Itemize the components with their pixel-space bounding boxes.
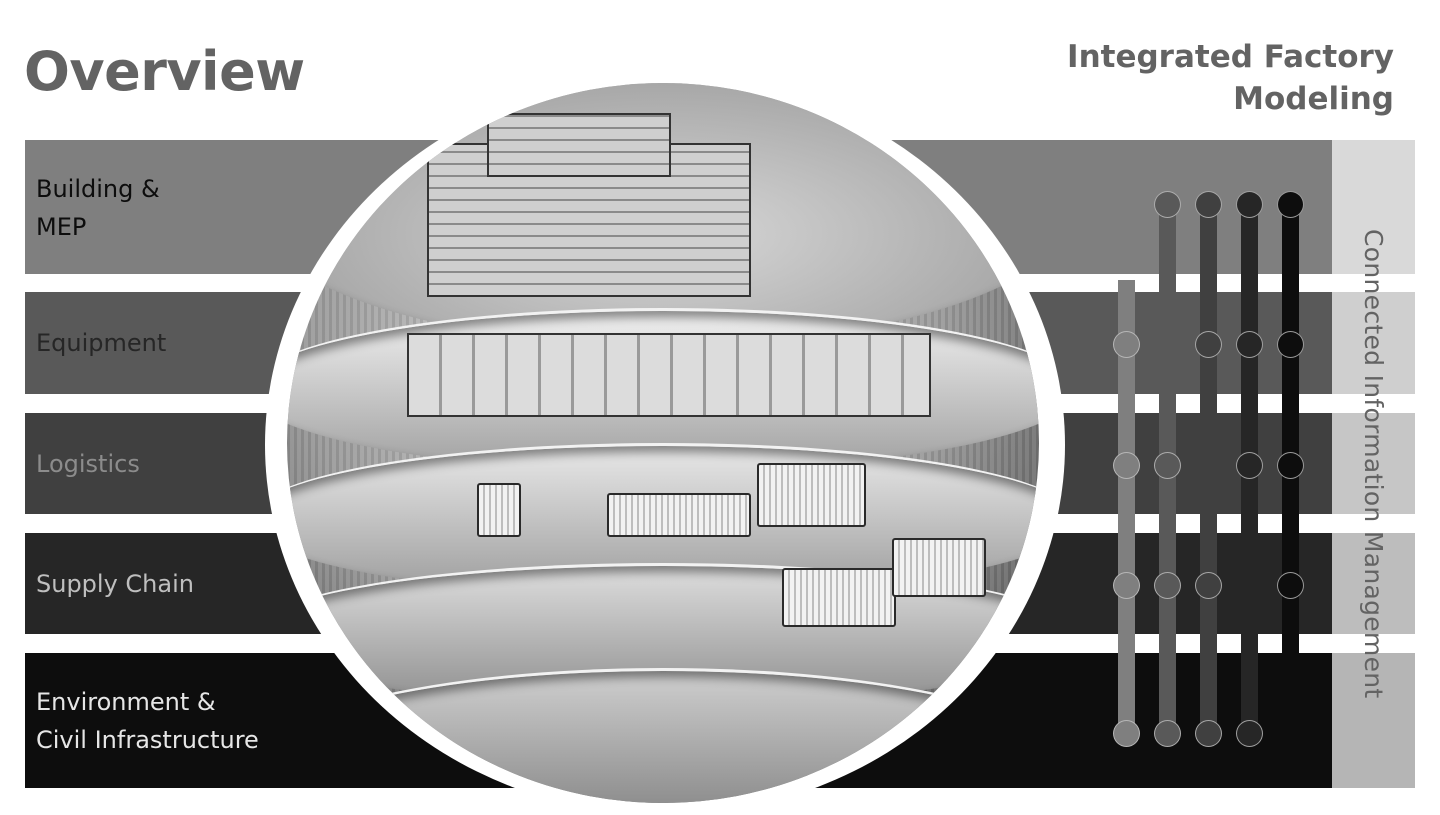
connector-dot [1235,719,1263,747]
connector-dot [1153,190,1181,218]
connector-dot [1112,451,1140,479]
truck-icon [892,538,986,597]
connector-dot [1276,330,1304,358]
side-column-text: Connected Information Management [1359,229,1388,699]
page-subtitle: Integrated Factory Modeling [974,36,1394,120]
side-column-segment [1332,292,1415,394]
sphere-image [287,83,1039,803]
connector-dot [1194,571,1222,599]
label-line: Environment & [36,688,216,716]
connector-dot [1276,451,1304,479]
side-column-segment [1332,140,1415,274]
label-line: MEP [36,213,87,241]
connector-dot [1194,190,1222,218]
connector-dot [1153,451,1181,479]
truck-icon [607,493,751,537]
page-title: Overview [24,40,305,103]
subtitle-line-2: Modeling [1233,81,1394,117]
layer-label-building: Building & MEP [36,170,160,246]
layer-label-supply-chain: Supply Chain [36,570,194,598]
connector-dot [1194,719,1222,747]
side-column-segment [1332,653,1415,788]
connected-information-management-label: Connected Information Management [1332,140,1415,788]
connector-dot [1112,719,1140,747]
connector-dot [1235,190,1263,218]
factory-sphere-illustration [265,75,1065,815]
subtitle-line-1: Integrated Factory [1067,39,1394,75]
layer-label-equipment: Equipment [36,329,167,357]
layer-label-environment: Environment & Civil Infrastructure [36,683,259,759]
connector-dot [1235,330,1263,358]
side-column-segment [1332,533,1415,634]
connector-dot [1153,571,1181,599]
truck-icon [477,483,521,537]
truck-icon [757,463,866,527]
layer-label-logistics: Logistics [36,450,140,478]
connector-dot [1276,190,1304,218]
label-line: Building & [36,175,160,203]
connector-line-1 [1118,280,1135,733]
connector-dot [1235,451,1263,479]
connector-dot [1276,571,1304,599]
connector-dot [1112,330,1140,358]
connector-dot [1153,719,1181,747]
label-line: Civil Infrastructure [36,726,259,754]
factory-tower-icon [487,113,671,177]
sphere-layer-environment [287,668,1039,803]
equipment-hall-icon [407,333,931,417]
connector-line-5 [1282,204,1299,653]
side-column-segment [1332,413,1415,514]
truck-icon [782,568,896,627]
connector-dot [1112,571,1140,599]
connector-line-3 [1200,204,1217,733]
connector-dot [1194,330,1222,358]
